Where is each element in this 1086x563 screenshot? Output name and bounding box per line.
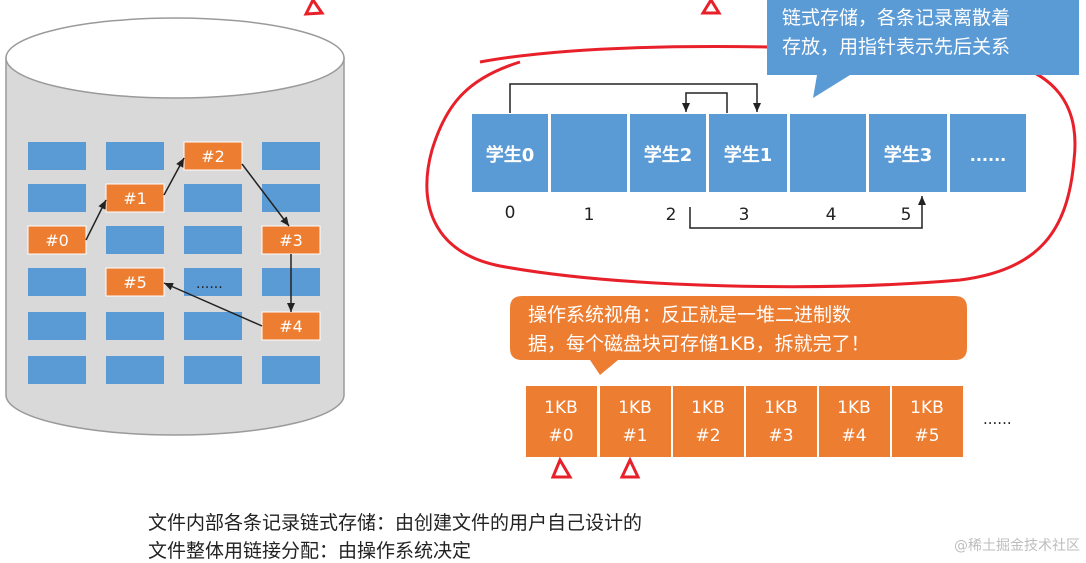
os-block: 1KB #5 <box>890 384 965 459</box>
storage-index: 2 <box>666 205 677 225</box>
os-block: 1KB #0 <box>524 384 599 459</box>
storage-cell-label: 学生1 <box>724 144 773 166</box>
storage-cell-label: 学生3 <box>884 144 933 166</box>
storage-cell: 学生1 <box>707 112 789 194</box>
os-block-size: 1KB <box>544 398 578 418</box>
callout-line: 链式存储，各条记录离散着 <box>782 7 1010 29</box>
disk-block-5: #5 <box>105 267 165 297</box>
storage-index: 1 <box>584 205 595 225</box>
os-block-number: #2 <box>695 426 720 446</box>
storage-cell-label: ...... <box>970 146 1006 165</box>
disk-block-2: #2 <box>183 141 243 171</box>
os-block-size: 1KB <box>764 398 798 418</box>
os-block: 1KB #2 <box>671 384 746 459</box>
storage-cell-label: 学生2 <box>644 144 693 166</box>
disk-block-label: #5 <box>123 273 147 292</box>
disk-block-0: #0 <box>27 225 87 255</box>
pointer-arrows <box>509 83 926 229</box>
disk-block-label: #4 <box>279 317 303 336</box>
storage-index: 3 <box>739 205 750 225</box>
storage-cell: 学生0 <box>470 112 550 194</box>
disk-link-arrows <box>85 157 295 327</box>
callout-line: 存放，用指针表示先后关系 <box>782 36 1010 58</box>
disk-block-label: #2 <box>201 147 225 166</box>
callout-line: 操作系统视角：反正就是一堆二进制数 <box>528 304 851 326</box>
disk-cylinder <box>5 17 345 436</box>
storage-cell-label: 学生0 <box>486 144 535 166</box>
storage-cell: ...... <box>948 112 1028 194</box>
disk-block-1: #1 <box>105 183 165 213</box>
os-view-callout: 操作系统视角：反正就是一堆二进制数 据，每个磁盘块可存储1KB，拆就完了！ <box>510 296 967 375</box>
os-block-size: 1KB <box>837 398 871 418</box>
os-blocks-ellipsis: ...... <box>983 410 1012 428</box>
storage-index: 5 <box>901 205 912 225</box>
storage-index-labels: 0 1 2 3 4 5 <box>505 203 912 225</box>
annotation-mark <box>303 0 325 16</box>
annotation-mark <box>700 0 722 15</box>
annotation-mark <box>550 456 573 479</box>
disk-block-label: #0 <box>45 231 69 250</box>
linked-storage-row: 学生0 学生2 学生1 学生3 ...... <box>470 112 1028 194</box>
os-block-size: 1KB <box>910 398 944 418</box>
os-block-number: #3 <box>768 426 793 446</box>
linked-storage-callout: 链式存储，各条记录离散着 存放，用指针表示先后关系 <box>767 0 1079 98</box>
watermark: @稀土掘金技术社区 <box>954 538 1080 554</box>
storage-index: 4 <box>826 205 837 225</box>
caption-line-1: 文件内部各条记录链式存储：由创建文件的用户自己设计的 <box>148 512 643 534</box>
annotation-mark <box>619 456 641 479</box>
os-block-number: #4 <box>841 426 866 446</box>
os-block-number: #5 <box>914 426 939 446</box>
caption-line-2: 文件整体用链接分配：由操作系统决定 <box>148 540 472 562</box>
os-block: 1KB #4 <box>817 384 892 459</box>
storage-cell: 学生3 <box>867 112 949 194</box>
disk-block-3: #3 <box>261 225 321 255</box>
storage-cell <box>549 112 629 194</box>
disk-block-label: #1 <box>123 189 147 208</box>
disk-block-4: #4 <box>261 311 321 341</box>
os-block-size: 1KB <box>691 398 725 418</box>
storage-index: 0 <box>505 203 516 223</box>
disk-block-label: #3 <box>279 231 303 250</box>
storage-cell <box>788 112 868 194</box>
os-block-number: #0 <box>548 426 573 446</box>
os-block-number: #1 <box>622 426 647 446</box>
os-block: 1KB #3 <box>744 384 819 459</box>
os-block-size: 1KB <box>618 398 652 418</box>
callout-line: 据，每个磁盘块可存储1KB，拆就完了！ <box>528 333 870 355</box>
storage-cell: 学生2 <box>628 112 708 194</box>
os-block: 1KB #1 <box>598 384 673 459</box>
disk-blue-blocks <box>28 142 320 384</box>
disk-ellipsis: ...... <box>196 276 223 292</box>
os-blocks-row: 1KB #0 1KB #1 1KB #2 1KB #3 1KB #4 1KB #… <box>524 384 965 459</box>
